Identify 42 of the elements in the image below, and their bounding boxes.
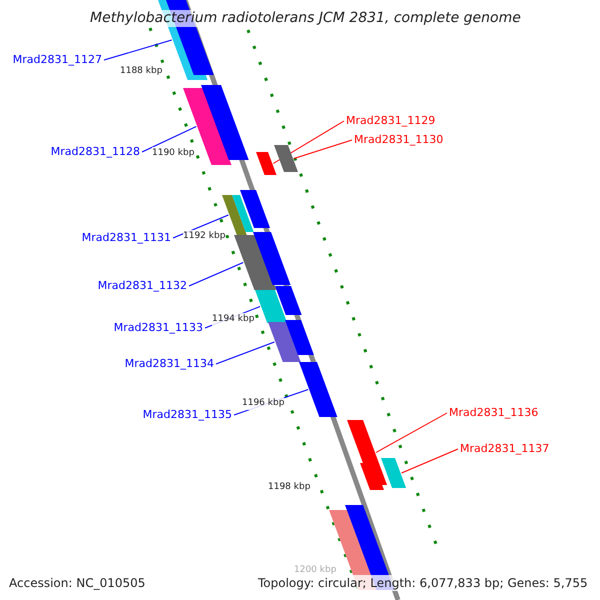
footer-text: Accession: NC_010505 xyxy=(9,575,146,591)
leader-line xyxy=(294,140,352,159)
leader-line xyxy=(104,40,172,60)
gene-label: Mrad2831_1135 xyxy=(142,408,232,421)
gene-label: Mrad2831_1134 xyxy=(124,357,214,370)
scale-label: 1196 kbp xyxy=(242,397,284,410)
scale-label: 1194 kbp xyxy=(212,313,254,326)
gene-label: Mrad2831_1132 xyxy=(98,279,187,292)
scale-label: 1192 kbp xyxy=(183,230,226,243)
leader-line xyxy=(216,342,275,364)
gene-label: Mrad2831_1133 xyxy=(114,321,203,334)
gene-block xyxy=(240,190,270,228)
scale-label: 1188 kbp xyxy=(120,65,162,78)
gene-label: Mrad2831_1137 xyxy=(460,442,550,455)
gene-block xyxy=(299,362,338,417)
leader-line xyxy=(142,126,197,152)
leader-line xyxy=(172,214,229,238)
gene-label: Mrad2831_1131 xyxy=(82,231,171,244)
gene-block xyxy=(256,152,276,175)
gene-label: Mrad2831_1136 xyxy=(449,406,538,419)
gene-block xyxy=(232,195,254,232)
leader-line xyxy=(188,262,244,286)
gene-label: Mrad2831_1128 xyxy=(50,145,140,158)
gene-block xyxy=(255,290,288,323)
gene-label: Mrad2831_1129 xyxy=(346,114,436,127)
footer-text: Topology: circular; Length: 6,077,833 bp; Genes: 5,755 xyxy=(258,575,588,591)
gene-block xyxy=(201,85,249,160)
gene-block xyxy=(274,145,298,172)
gene-block xyxy=(381,458,406,488)
scale-label: 1190 kbp xyxy=(152,147,194,160)
gene-label: Mrad2831_1127 xyxy=(12,53,102,66)
scale-label: 1198 kbp xyxy=(268,481,310,494)
gene-block xyxy=(360,463,384,490)
title: Methylobacterium radiotolerans JCM 2831, complete genome xyxy=(90,10,521,27)
gene-block xyxy=(275,286,302,315)
gene-label: Mrad2831_1130 xyxy=(354,133,444,146)
gene-block xyxy=(234,235,276,290)
gene-block xyxy=(253,232,291,285)
leader-line xyxy=(401,448,458,474)
leader-line xyxy=(376,412,448,453)
gene-block xyxy=(268,322,301,362)
gene-block xyxy=(285,320,314,355)
